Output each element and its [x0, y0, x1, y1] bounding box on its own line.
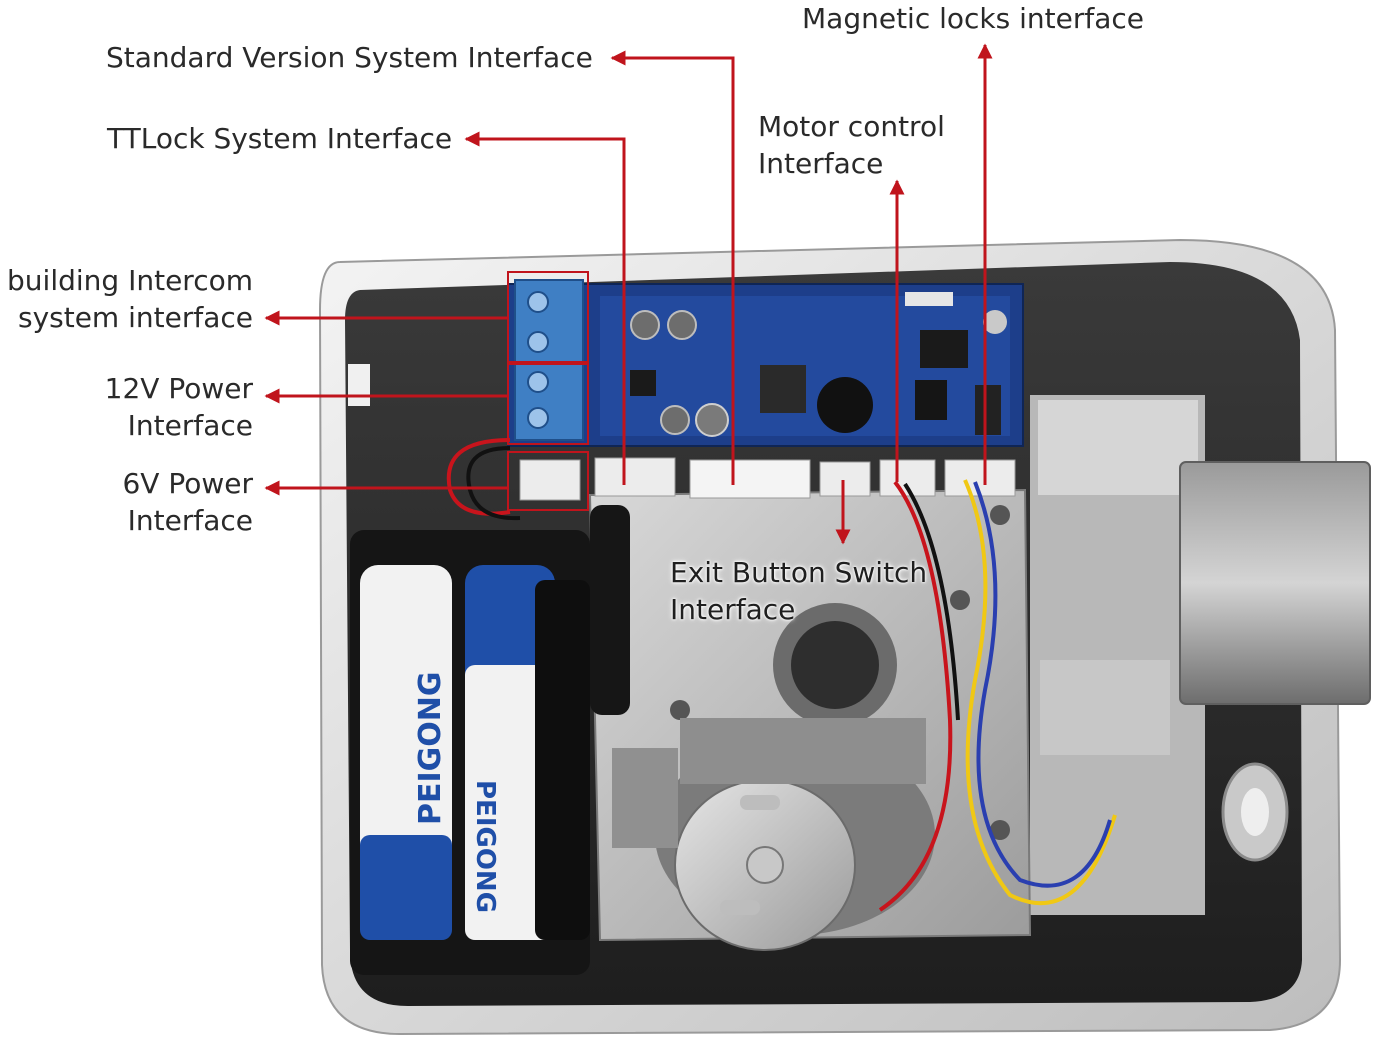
terminal-blocks: [514, 279, 584, 441]
callout-motor-line1: Motor control: [758, 110, 945, 143]
latch-bolt: [1179, 461, 1371, 705]
bolt-assembly: [1030, 395, 1371, 915]
circuit-board: [507, 283, 1024, 447]
callout-6v: 6V Power Interface: [122, 465, 253, 539]
callout-intercom-line2: system interface: [17, 301, 253, 334]
battery-brand-label-2: PEIGONG: [470, 780, 500, 913]
callout-exit-line2: Interface: [670, 593, 796, 626]
housing-slot: [348, 364, 370, 406]
callout-intercom: building Intercom system interface: [7, 262, 253, 336]
reset-button: [630, 370, 656, 396]
screw: [990, 820, 1010, 840]
arrow-ttlock: [464, 131, 626, 485]
callout-motor: Motor control Interface: [758, 108, 945, 182]
censor-box-right: [1040, 660, 1170, 755]
screw: [950, 590, 970, 610]
battery-pack: PEIGONG PEIGONG: [350, 530, 590, 975]
arrow-standard: [610, 50, 735, 485]
highlight-12v: [507, 363, 589, 445]
spindle-hole: [791, 621, 879, 709]
callout-standard: Standard Version System Interface: [106, 41, 593, 74]
callout-motor-line2: Interface: [758, 147, 884, 180]
battery-brand-label: PEIGONG: [413, 671, 448, 825]
callout-12v-line2: Interface: [127, 409, 253, 442]
callout-12v-line1: 12V Power: [104, 372, 253, 405]
callout-12v: 12V Power Interface: [105, 370, 253, 444]
buzzer: [817, 377, 873, 433]
callout-6v-line2: Interface: [127, 504, 253, 537]
screw: [670, 700, 690, 720]
callout-6v-line1: 6V Power: [122, 467, 253, 500]
callout-arrows: [264, 43, 993, 545]
highlight-6v: [507, 451, 589, 511]
callout-magnetic: Magnetic locks interface: [802, 2, 1145, 35]
callout-exit-line1: Exit Button Switch: [670, 556, 928, 589]
callout-intercom-line1: building Intercom: [7, 264, 253, 297]
wires: [446, 438, 1117, 912]
censor-box: [680, 718, 926, 784]
censor-box: [612, 748, 678, 848]
screw: [990, 505, 1010, 525]
callout-exit: Exit Button Switch Interface: [670, 554, 927, 628]
callout-ttlock: TTLock System Interface: [107, 122, 453, 155]
